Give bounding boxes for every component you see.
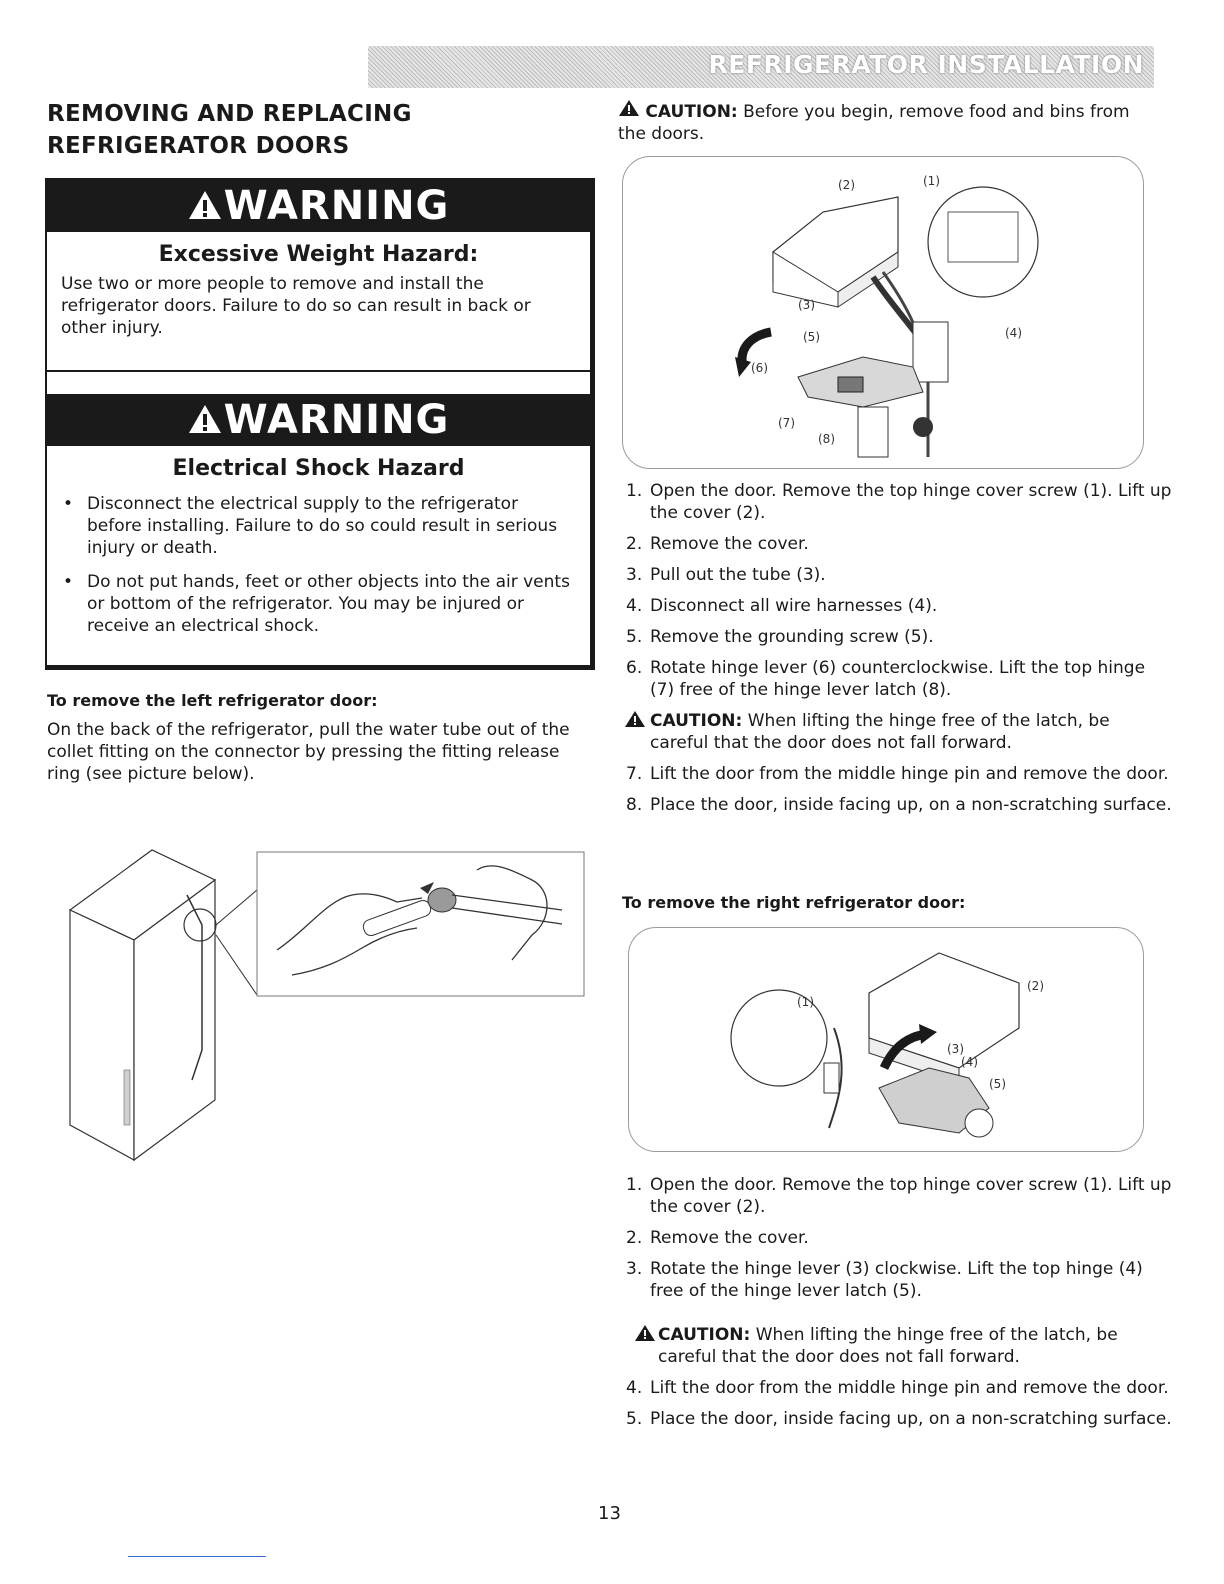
header-band (368, 46, 1154, 88)
callout-7: (7) (778, 416, 795, 430)
callout-1: (1) (923, 174, 940, 188)
section-title-line2: REFRIGERATOR DOORS (47, 133, 350, 159)
warning-label: WARNING (223, 183, 450, 229)
page-number: 13 (598, 1503, 621, 1524)
caution-text: When lifting the hinge free of the latch… (658, 1325, 1118, 1367)
left-door-text: On the back of the refrigerator, pull th… (47, 720, 570, 784)
warning-box-weight: WARNING Excessive Weight Hazard: Use two… (45, 178, 595, 376)
list-item: 6.Rotate hinge lever (6) counterclockwis… (626, 658, 1146, 700)
callout-5: (5) (989, 1077, 1006, 1091)
page-header-title: REFRIGERATOR INSTALLATION (708, 50, 1144, 79)
callout-2: (2) (838, 178, 855, 192)
list-item: 5.Remove the grounding screw (5). (626, 627, 934, 647)
callout-8: (8) (818, 432, 835, 446)
warning-bullet: •Disconnect the electrical supply to the… (63, 494, 558, 558)
warning-triangle-icon (624, 710, 646, 734)
list-item: 7.Lift the door from the middle hinge pi… (626, 764, 1169, 784)
figure-right-hinge: (1) (2) (3) (4) (5) (628, 927, 1144, 1152)
hazard-title-electrical: Electrical Shock Hazard (172, 456, 465, 481)
warning-bullet: •Do not put hands, feet or other objects… (63, 572, 570, 636)
caution-label: CAUTION: (658, 1325, 751, 1345)
callout-4: (4) (961, 1055, 978, 1069)
caution-step: CAUTION: When lifting the hinge free of … (618, 1324, 1173, 1368)
caution-step: CAUTION: When lifting the hinge free of … (618, 710, 1173, 754)
list-item: 8.Place the door, inside facing up, on a… (626, 795, 1172, 815)
section-title-line1: REMOVING AND REPLACING (47, 101, 412, 127)
warning-triangle-icon (634, 1324, 656, 1348)
warning-triangle-icon (618, 100, 640, 122)
callout-6: (6) (751, 361, 768, 375)
callout-5: (5) (803, 330, 820, 344)
callout-2: (2) (1027, 979, 1044, 993)
warning-box-electrical: WARNING Electrical Shock Hazard •Disconn… (45, 370, 595, 670)
callout-3: (3) (798, 298, 815, 312)
warning-banner: WARNING (47, 394, 590, 446)
caution-label: CAUTION: (645, 102, 738, 122)
caution-top: CAUTION: Before you begin, remove food a… (618, 99, 1158, 145)
right-hinge-steps: 1.Open the door. Remove the top hinge co… (618, 1174, 1173, 1439)
warning-triangle-icon (188, 396, 222, 448)
list-item: 3.Rotate the hinge lever (3) clockwise. … (626, 1259, 1143, 1301)
water-tube-illustration (62, 840, 592, 1170)
callout-4: (4) (1005, 326, 1022, 340)
caution-text: Before you begin, remove food and bins f… (618, 102, 1130, 144)
caution-text: When lifting the hinge free of the latch… (650, 711, 1110, 753)
figure-left-hinge: (2) (1) (3) (5) (4) (6) (7) (8) (622, 156, 1144, 469)
list-item: 2.Remove the cover. (626, 1228, 809, 1248)
right-door-heading: To remove the right refrigerator door: (622, 893, 966, 912)
list-item: 3.Pull out the tube (3). (626, 565, 826, 585)
list-item: 1.Open the door. Remove the top hinge co… (626, 1175, 1172, 1217)
warning-text-weight: Use two or more people to remove and ins… (61, 274, 531, 338)
list-item: 5.Place the door, inside facing up, on a… (626, 1409, 1172, 1429)
list-item: 4.Disconnect all wire harnesses (4). (626, 596, 938, 616)
warning-triangle-icon (188, 182, 222, 234)
footer-line (128, 1556, 266, 1557)
list-item: 4.Lift the door from the middle hinge pi… (626, 1378, 1169, 1398)
hazard-title-weight: Excessive Weight Hazard: (158, 242, 479, 267)
section-title: REMOVING AND REPLACING REFRIGERATOR DOOR… (47, 98, 567, 162)
callout-1: (1) (797, 995, 814, 1009)
list-item: 1.Open the door. Remove the top hinge co… (626, 481, 1172, 523)
list-item: 2.Remove the cover. (626, 534, 809, 554)
left-hinge-steps: 1.Open the door. Remove the top hinge co… (618, 480, 1173, 825)
warning-banner: WARNING (47, 180, 590, 232)
callout-3: (3) (947, 1042, 964, 1056)
warning-label: WARNING (223, 397, 450, 443)
caution-label: CAUTION: (650, 711, 743, 731)
left-door-heading: To remove the left refrigerator door: (47, 691, 378, 710)
